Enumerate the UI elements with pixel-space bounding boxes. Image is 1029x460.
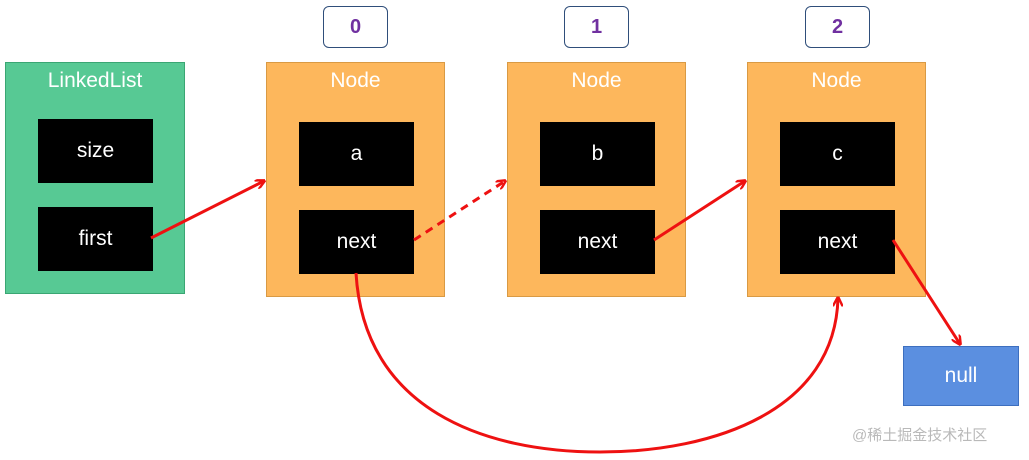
first-field: first	[38, 207, 153, 271]
arrow-node0-to-node2-curved	[354, 272, 838, 454]
size-field: size	[38, 119, 153, 183]
arrow-node1-to-node2	[653, 181, 745, 242]
node-title-1: Node	[571, 69, 622, 92]
arrow-first-to-node0	[150, 181, 264, 240]
node-box-2: Node c next	[747, 62, 926, 297]
watermark-text: @稀土掘金技术社区	[852, 427, 988, 444]
node-box-0: Node a next	[266, 62, 445, 297]
node-value-field-2: c	[780, 122, 895, 186]
node-index-badge-2: 2	[805, 6, 870, 48]
node-next-field-0: next	[299, 210, 414, 274]
linkedlist-title: LinkedList	[47, 69, 143, 92]
linkedlist-box: LinkedList size first	[5, 62, 185, 294]
node-value-field-0: a	[299, 122, 414, 186]
arrow-node0-to-node1-dashed	[413, 181, 505, 242]
node-box-1: Node b next	[507, 62, 686, 297]
node-title-0: Node	[330, 69, 381, 92]
node-next-field-1: next	[540, 210, 655, 274]
arrow-node2-to-null	[891, 239, 960, 344]
node-next-field-2: next	[780, 210, 895, 274]
node-index-badge-0: 0	[323, 6, 388, 48]
node-value-field-1: b	[540, 122, 655, 186]
node-title-2: Node	[811, 69, 862, 92]
node-index-badge-1: 1	[564, 6, 629, 48]
